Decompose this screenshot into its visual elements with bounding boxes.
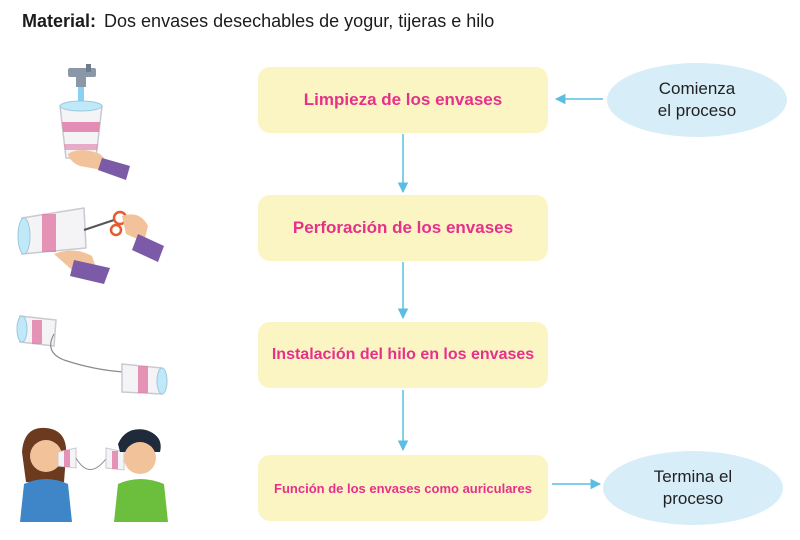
illustration-perforation — [17, 207, 164, 284]
girl-icon — [20, 427, 72, 522]
string-icon — [50, 333, 125, 373]
material-line: Material: Dos envases desechables de yogu… — [22, 11, 494, 32]
hand-icon — [54, 214, 164, 284]
step-earphone-function: Función de los envases como auriculares — [258, 455, 548, 521]
string-icon — [75, 455, 109, 470]
step-string-installation: Instalación del hilo en los envases — [258, 322, 548, 388]
hand-icon — [68, 150, 130, 180]
yogurt-cup-icon — [105, 447, 125, 471]
water-stream — [78, 87, 84, 109]
start-line2: el proceso — [657, 101, 737, 120]
illustration-children-phone — [20, 427, 168, 522]
step-earphone-function-text: Función de los envases como auriculares — [274, 480, 532, 496]
start-ellipse: Comienza el proceso — [607, 63, 787, 137]
step-perforation-text: Perforación de los envases — [292, 218, 514, 237]
illustration-cleaning — [59, 64, 130, 180]
end-line1: Termina el — [653, 466, 733, 486]
end-line2: proceso — [662, 489, 724, 508]
yogurt-cup-icon — [17, 207, 87, 255]
boy-icon — [114, 429, 168, 522]
yogurt-cup-icon — [57, 447, 77, 469]
step-cleaning-text: Limpieza de los envases — [303, 90, 503, 109]
faucet-icon — [68, 64, 96, 87]
material-text: Dos envases desechables de yogur, tijera… — [104, 11, 495, 31]
scissors-icon — [83, 210, 128, 237]
illustration-string — [16, 315, 168, 395]
step-cleaning: Limpieza de los envases — [258, 67, 548, 133]
yogurt-cup-icon — [59, 100, 103, 159]
start-line1: Comienza — [658, 78, 736, 98]
end-ellipse: Termina el proceso — [603, 451, 783, 525]
step-perforation: Perforación de los envases — [258, 195, 548, 261]
yogurt-cup-icon — [121, 363, 168, 395]
material-label: Material: — [22, 11, 97, 31]
yogurt-cup-icon — [16, 315, 57, 347]
step-string-installation-text: Instalación del hilo en los envases — [271, 346, 535, 363]
